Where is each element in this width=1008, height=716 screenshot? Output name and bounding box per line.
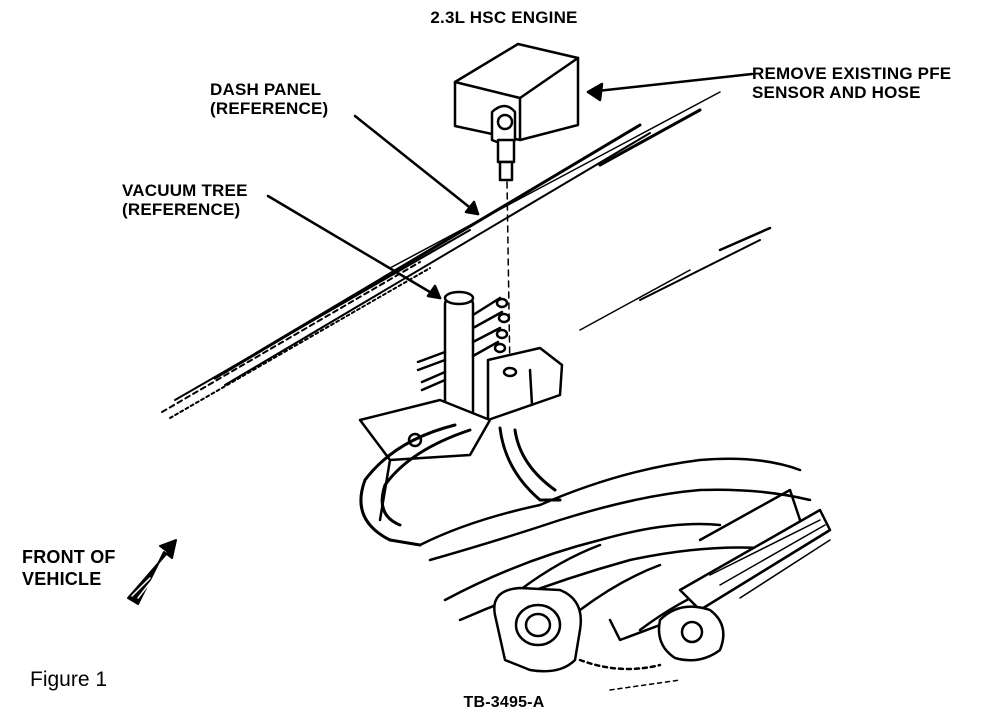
leader-lines [266, 72, 754, 300]
front-of-vehicle-line-2: VEHICLE [22, 569, 102, 589]
pfe-sensor-label: REMOVE EXISTING PFE SENSOR AND HOSE [752, 64, 951, 102]
figure-label: Figure 1 [30, 668, 108, 691]
diagram-title: 2.3L HSC ENGINE [430, 8, 578, 27]
vacuum-tree-label-line-1: VACUUM TREE [122, 181, 248, 200]
vacuum-tree-label-line-2: (REFERENCE) [122, 200, 241, 219]
front-of-vehicle-line-1: FRONT OF [22, 547, 116, 567]
hoses [359, 423, 562, 547]
pfe-sensor-label-line-1: REMOVE EXISTING PFE [752, 64, 952, 83]
dash-panel-label-line-2: (REFERENCE) [210, 99, 329, 118]
throttle-body [493, 586, 725, 691]
dash-panel-label: DASH PANEL (REFERENCE) [210, 80, 328, 118]
front-arrow-icon [127, 539, 177, 605]
mounting-bracket [358, 398, 492, 522]
dash-panel-lines [161, 91, 772, 419]
drop-line [506, 181, 511, 376]
pfe-sensor-label-line-2: SENSOR AND HOSE [752, 83, 921, 102]
front-of-vehicle-label: FRONT OF VEHICLE [22, 546, 116, 590]
pfe-sensor [453, 42, 580, 182]
intake-manifold [418, 457, 832, 642]
drawing-code: TB-3495-A [463, 694, 545, 711]
dash-panel-label-line-1: DASH PANEL [210, 80, 322, 99]
vacuum-tree-label: VACUUM TREE (REFERENCE) [122, 181, 248, 219]
